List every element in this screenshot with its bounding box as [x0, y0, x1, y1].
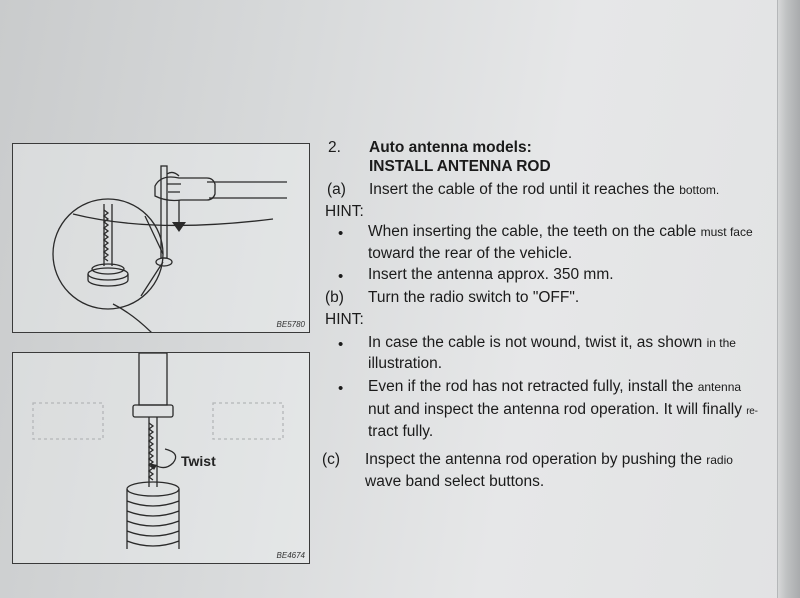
step-a-label: (a)	[327, 181, 346, 198]
bullet4-line3: tract fully.	[368, 423, 434, 440]
bullet3-line1: In case the cable is not wound, twist it…	[368, 334, 736, 351]
bullet: •	[338, 268, 344, 285]
figure-code: BE5780	[276, 320, 305, 329]
bullet: •	[338, 380, 344, 397]
step-c-line1: Inspect the antenna rod operation by pus…	[365, 451, 733, 468]
step-b-label: (b)	[325, 289, 344, 306]
bullet1-line2: toward the rear of the vehicle.	[368, 245, 573, 262]
twist-cable-illustration	[32, 353, 284, 549]
bullet4-line2: nut and inspect the antenna rod operatio…	[368, 401, 758, 418]
figure-code: BE4674	[276, 551, 305, 560]
figure-install-antenna: BE5780	[12, 143, 310, 333]
bullet1-line1: When inserting the cable, the teeth on t…	[368, 223, 753, 240]
section-subtitle: INSTALL ANTENNA ROD	[369, 158, 551, 175]
antenna-insert-illustration	[52, 165, 287, 332]
section-title: Auto antenna models:	[369, 139, 532, 156]
step-c-label: (c)	[322, 451, 341, 468]
binder-edge	[777, 0, 800, 598]
bullet3-line2: illustration.	[368, 355, 443, 372]
step-b-text: Turn the radio switch to "OFF".	[368, 289, 580, 306]
bullet2-text: Insert the antenna approx. 350 mm.	[368, 266, 614, 283]
section-number: 2.	[328, 139, 341, 156]
bullet: •	[338, 225, 344, 242]
twist-label: Twist	[181, 453, 216, 469]
bullet: •	[338, 336, 344, 353]
bullet4-line1: Even if the rod has not retracted fully,…	[368, 378, 742, 395]
figure-twist-cable: Twist BE4674	[12, 352, 310, 564]
hint-label: HINT:	[325, 311, 364, 328]
hint-label: HINT:	[325, 203, 364, 220]
step-c-line2: wave band select buttons.	[365, 473, 545, 490]
step-a-text: Insert the cable of the rod until it rea…	[369, 181, 720, 198]
